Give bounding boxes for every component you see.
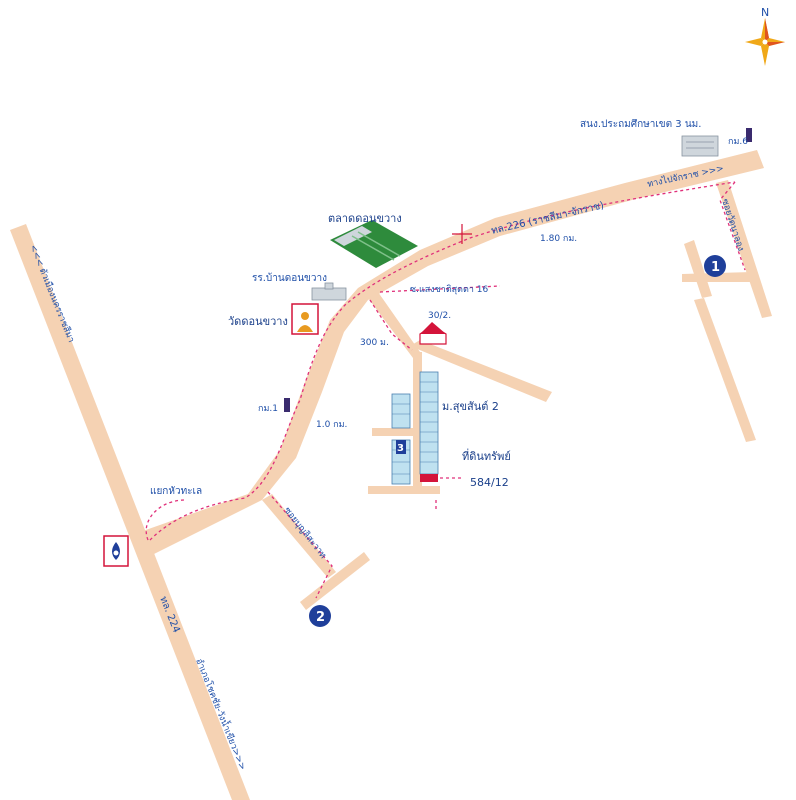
soi-right-branch-3 [694, 298, 756, 442]
school-label: รร.บ้านดอนขวาง [252, 272, 327, 284]
highway-226-road [140, 150, 764, 556]
distance-300m-label: 300 ม. [360, 338, 389, 348]
compass-north-label: N [761, 6, 769, 19]
temple-buddha-icon [291, 303, 319, 335]
compass-star-icon: N [745, 6, 785, 66]
km-post-6-label: กม.6 [728, 137, 748, 147]
bank-logo-icon [103, 535, 129, 567]
village-label: ม.สุขสันต์ 2 [442, 400, 499, 413]
office-building-icon [681, 135, 719, 157]
distance-10km-label: 1.0 กม. [316, 420, 347, 430]
route-soi-left [267, 491, 333, 599]
village-block-column-right [419, 371, 439, 475]
house-code-label: 30/2. [428, 311, 451, 321]
km-post-1-icon [284, 398, 290, 412]
house-icon [419, 322, 447, 345]
route-soi-16 [369, 299, 413, 351]
route-paths [145, 181, 746, 599]
marker-1[interactable]: 1 [704, 255, 726, 277]
lane-number-label: 3 [397, 443, 404, 454]
property-number-label: 584/12 [470, 476, 509, 489]
marker-2-label: 2 [316, 610, 325, 625]
km-post-icon [746, 128, 752, 142]
soi-right-branch-2 [682, 272, 752, 282]
property-label: ที่ดินทรัพย์ [462, 448, 511, 463]
route-highway-226 [149, 181, 736, 541]
route-soi-right [719, 181, 746, 271]
marker-2[interactable]: 2 [309, 605, 331, 627]
km-post-1-label: กม.1 [258, 404, 278, 414]
village-cross-2 [368, 486, 440, 494]
distance-180km-label: 1.80 กม. [540, 234, 577, 244]
market-label: ตลาดดอนขวาง [328, 212, 402, 225]
soi-16-label: ซ.แสงชาติสุดตา 16 [410, 284, 488, 295]
route-to-property [428, 477, 464, 512]
soi-left-road [262, 494, 336, 578]
market-building-icon [330, 220, 418, 268]
highway-224-road [10, 224, 250, 800]
village-cross-1 [372, 428, 413, 436]
route-soi-16-b [379, 285, 501, 293]
marker-1-label: 1 [711, 260, 720, 275]
school-building-icon [311, 282, 347, 301]
soi-right-road [716, 180, 772, 318]
intersection-star-icon [452, 224, 472, 244]
office-label: สนง.ประถมศึกษาเขต 3 นม. [580, 118, 701, 130]
soi-left-label: ซอยบุญลิสะวาท [282, 505, 329, 561]
soi-left-branch [300, 552, 370, 610]
soi-right-branch-1 [684, 240, 712, 298]
temple-label: วัดดอนขวาง [228, 315, 288, 328]
village-block-column-left [391, 393, 411, 485]
road-network [10, 150, 772, 800]
junction-label: แยกหัวทะเล [150, 486, 202, 497]
house-road [410, 340, 552, 402]
soi-16-road [368, 292, 420, 358]
property-plot[interactable] [420, 474, 438, 482]
lane-number-badge: 3 [396, 440, 406, 454]
